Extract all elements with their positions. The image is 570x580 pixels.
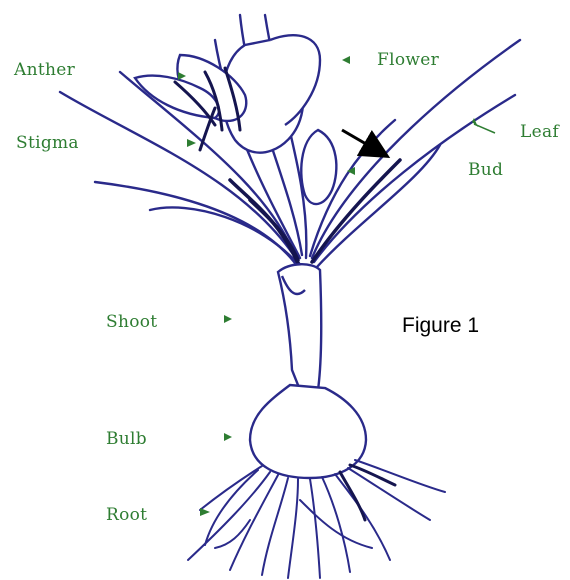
pointer-shoot [224, 315, 232, 323]
label-flower: Flower [377, 50, 439, 70]
label-stigma: Stigma [16, 133, 79, 153]
label-anther: Anther [14, 60, 75, 80]
bulb [250, 385, 366, 478]
pointer-root [200, 508, 210, 516]
shoot [278, 264, 321, 390]
label-leaf: Leaf [520, 122, 559, 142]
pointer-flower [342, 56, 350, 64]
flower [135, 35, 320, 152]
figure-title: Figure 1 [402, 314, 479, 338]
pointer-stigma [187, 139, 196, 147]
label-bud: Bud [468, 160, 503, 180]
bud [301, 130, 336, 204]
pointer-bulb [224, 433, 232, 441]
label-root: Root [106, 505, 147, 525]
label-shoot: Shoot [106, 312, 157, 332]
label-bulb: Bulb [106, 429, 147, 449]
